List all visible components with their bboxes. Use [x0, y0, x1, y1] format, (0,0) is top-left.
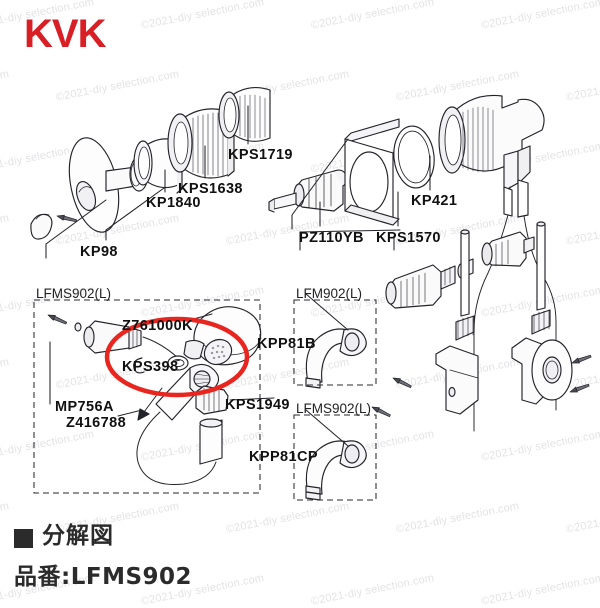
group-label-grp-lfms902-l-lower: LFMS902(L) — [296, 401, 372, 416]
footer-part-number: 品番:LFMS902 — [14, 564, 193, 590]
part-label-kps1949: KPS1949 — [225, 397, 290, 413]
footer-heading: 分解図 — [14, 516, 114, 550]
part-label-kp98: KP98 — [80, 244, 118, 260]
part-label-kp1840: KP1840 — [146, 195, 201, 211]
part-label-kpp81cp: KPP81CP — [249, 449, 318, 465]
part-label-z416788: Z416788 — [66, 415, 127, 431]
bullet-square-icon — [14, 529, 33, 548]
group-box-lfms902-main — [33, 299, 261, 494]
part-label-kpp81b: KPP81B — [257, 336, 316, 352]
kvk-brand-logo: KVK — [24, 12, 106, 56]
group-box-lfms902-lower — [293, 414, 377, 501]
part-label-kps1719: KPS1719 — [228, 147, 293, 163]
group-label-grp-lfm902-l: LFM902(L) — [296, 286, 363, 301]
part-label-kps1570: KPS1570 — [376, 230, 441, 246]
group-box-lfm902-l — [293, 299, 377, 386]
part-label-z761000k: Z761000K — [122, 318, 193, 334]
kps398-highlight-ellipse — [104, 316, 250, 398]
part-label-kps398: KPS398 — [122, 359, 179, 375]
part-label-pz110yb: PZ110YB — [299, 230, 364, 246]
part-label-kp421: KP421 — [411, 193, 458, 209]
group-label-grp-lfms902-l-main: LFMS902(L) — [36, 286, 112, 301]
part-label-kps1638: KPS1638 — [178, 181, 243, 197]
part-label-mp756a: MP756A — [55, 399, 114, 415]
footer-heading-text: 分解図 — [42, 523, 114, 549]
